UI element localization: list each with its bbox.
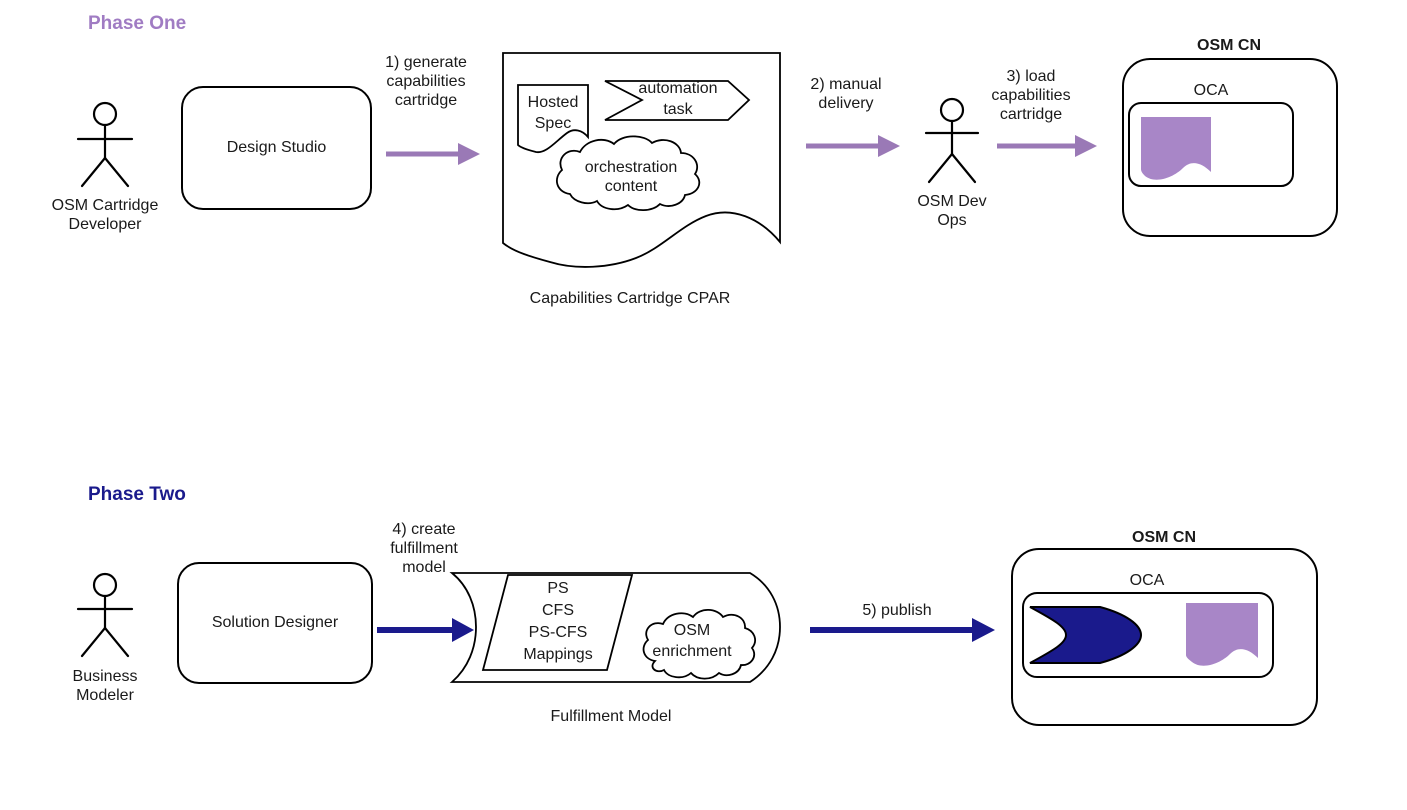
- solution-designer-label: Solution Designer: [211, 614, 339, 631]
- step1-generate-arrow: [386, 143, 480, 165]
- fulfillment-model-caption: Fulfillment Model: [550, 708, 672, 725]
- osm-cartridge-developer-actor-icon: [76, 101, 134, 188]
- phase-one-title: Phase One: [88, 13, 187, 34]
- step5-label: 5) publish: [862, 602, 932, 619]
- osm-cn-title-top: OSM CN: [1197, 37, 1261, 54]
- hosted-spec-label: Hosted Spec: [527, 94, 579, 132]
- hosted-spec-document: [517, 84, 589, 153]
- capabilities-cartridge-artifact-top: [1141, 117, 1211, 180]
- fulfillment-model-artifact: [1029, 606, 1143, 664]
- cpar-caption: Capabilities Cartridge CPAR: [529, 290, 731, 307]
- osm-enrichment-label: OSM enrichment: [652, 622, 732, 660]
- step5-publish-arrow: [810, 618, 995, 642]
- capabilities-cartridge-artifact-bottom: [1186, 603, 1258, 666]
- step1-label: 1) generate capabilities cartridge: [385, 54, 467, 109]
- orchestration-content-cloud: [555, 135, 701, 212]
- osm-cn-title-bottom: OSM CN: [1132, 529, 1196, 546]
- modeler-actor-label: Business Modeler: [72, 668, 138, 704]
- orchestration-content-label: orchestration content: [584, 159, 678, 195]
- automation-task-chevron: [604, 80, 751, 121]
- business-modeler-actor-icon: [76, 572, 134, 658]
- developer-actor-label: OSM Cartridge Developer: [51, 197, 159, 233]
- step3-label: 3) load capabilities cartridge: [991, 68, 1071, 123]
- oca-label-bottom: OCA: [1129, 572, 1165, 589]
- devops-actor-label: OSM Dev Ops: [917, 193, 987, 229]
- automation-task-label: automation task: [638, 80, 718, 118]
- osm-enrichment-cloud: [642, 608, 756, 680]
- step3-load-cartridge-arrow: [997, 135, 1097, 157]
- step2-manual-delivery-arrow: [806, 135, 900, 157]
- oca-label-top: OCA: [1193, 82, 1229, 99]
- step2-label: 2) manual delivery: [810, 76, 882, 112]
- phase-two-title: Phase Two: [88, 484, 186, 505]
- design-studio-box: [181, 86, 372, 210]
- solution-designer-box: [177, 562, 373, 684]
- step4-create-model-arrow: [377, 618, 474, 642]
- step4-label: 4) create fulfillment model: [390, 521, 458, 576]
- mappings-parallelogram: [481, 574, 634, 671]
- mappings-label: PS CFS PS-CFS Mappings: [523, 580, 593, 663]
- osm-dev-ops-actor-icon: [924, 97, 980, 184]
- design-studio-label: Design Studio: [226, 139, 327, 156]
